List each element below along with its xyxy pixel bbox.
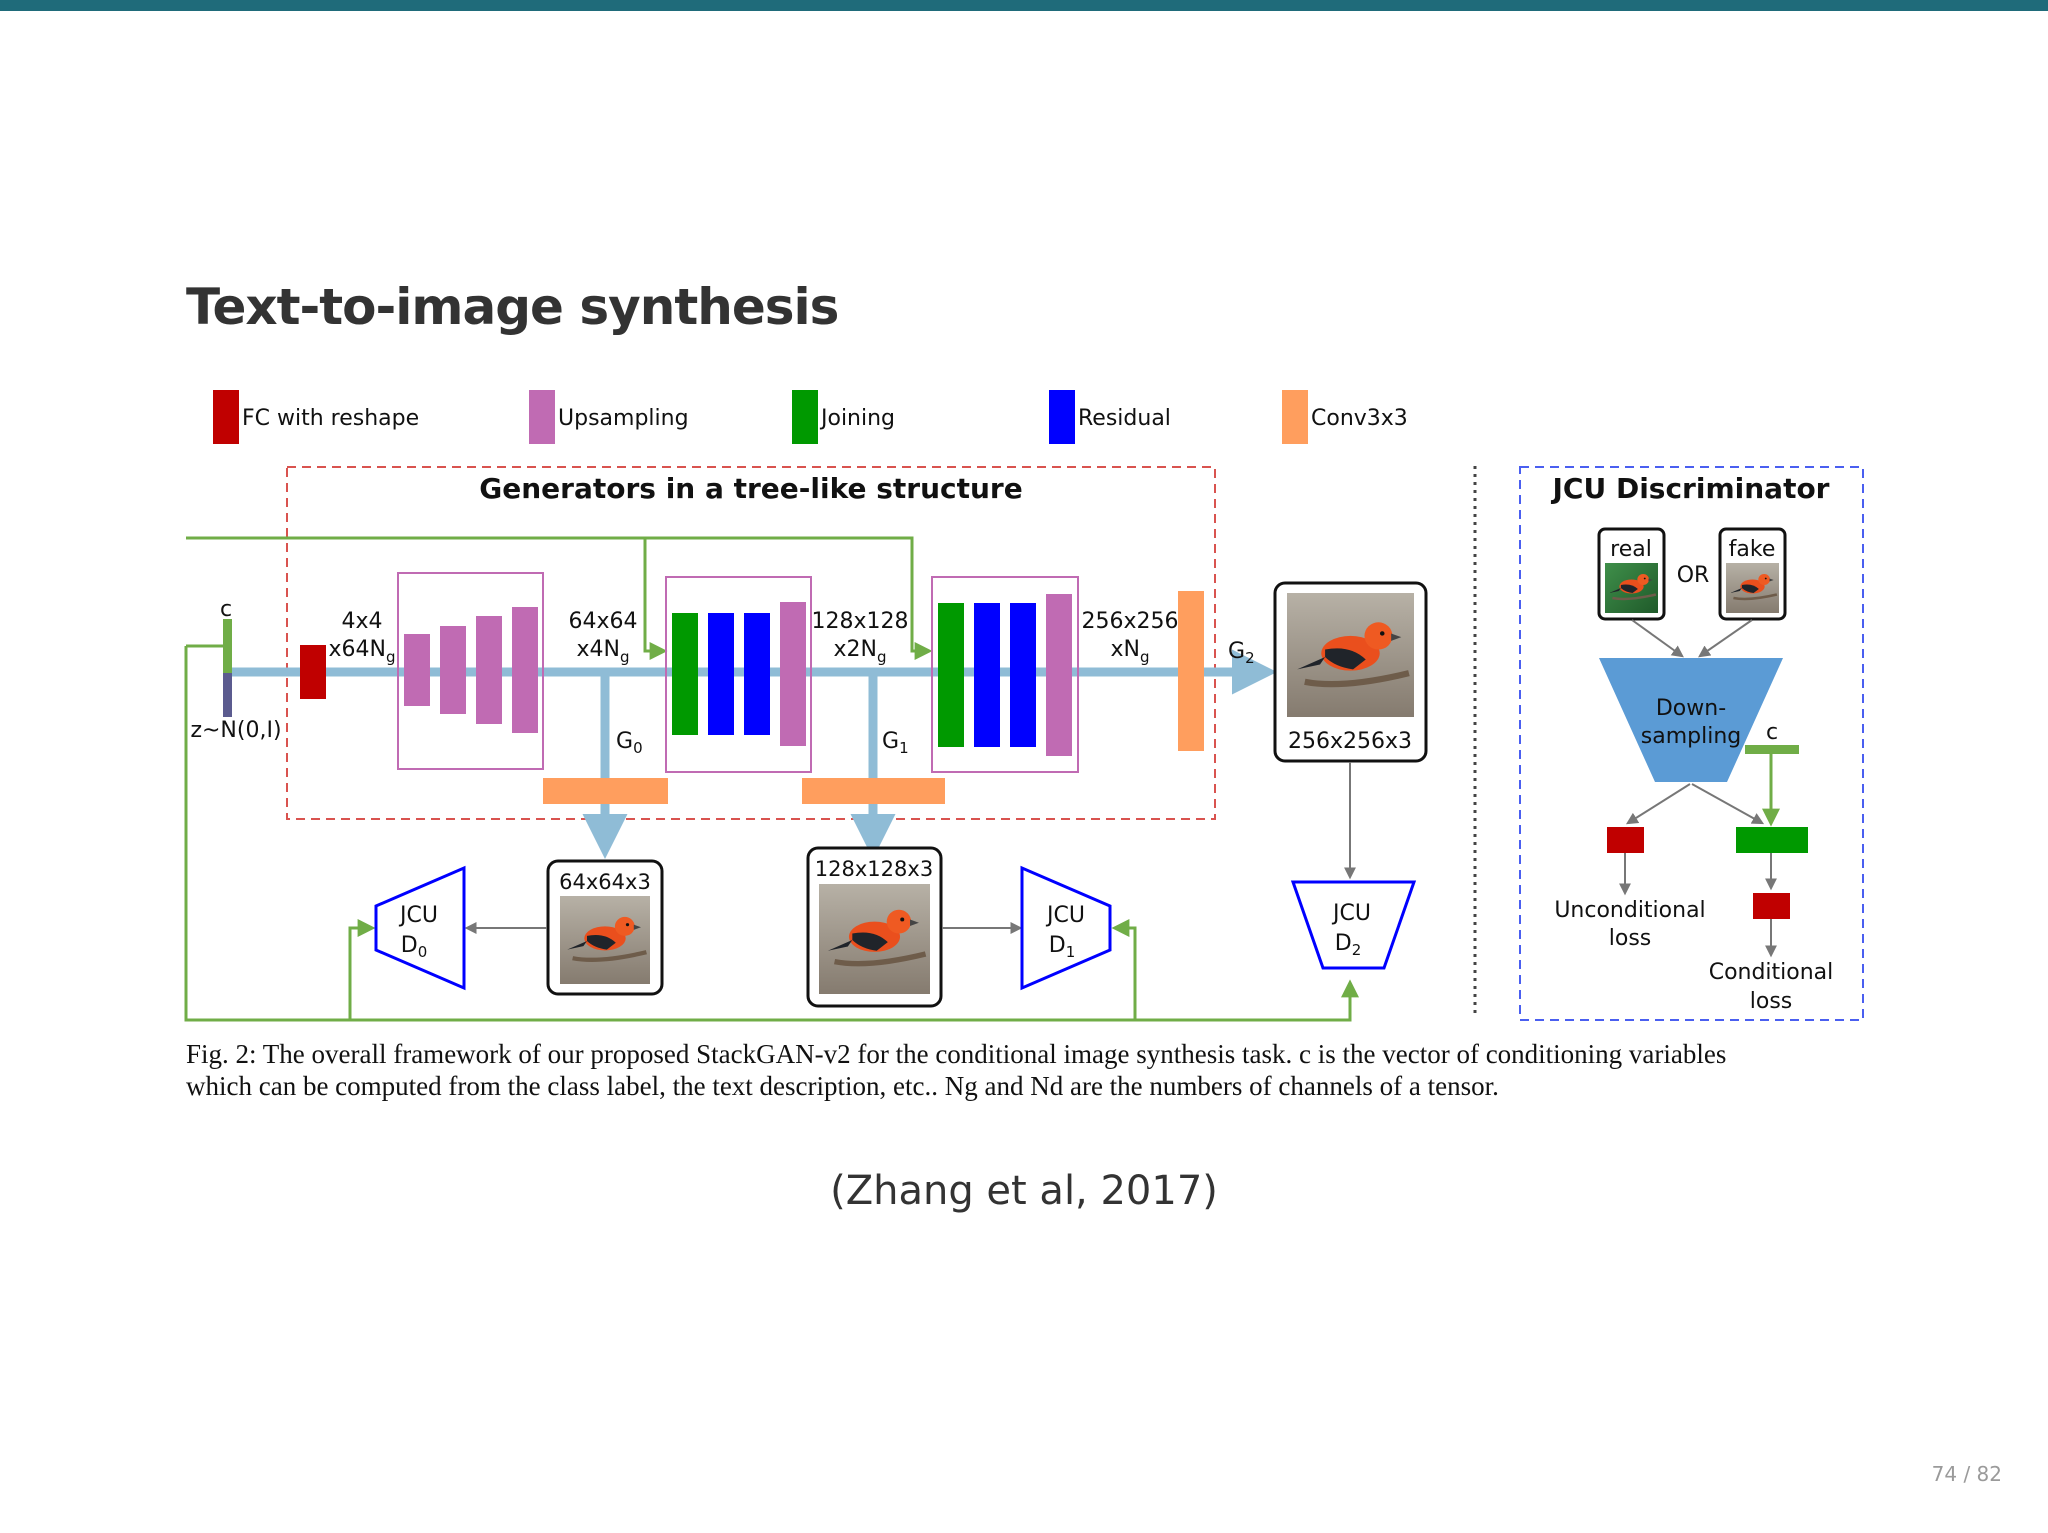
residual-block <box>1010 603 1036 747</box>
discriminator-d1 <box>1020 865 1112 991</box>
d1-label-top: JCU <box>1045 903 1085 928</box>
upsampling-block <box>1046 594 1072 756</box>
uncond-fc-block <box>1607 827 1644 853</box>
discriminator-d2 <box>1290 880 1417 970</box>
downsampling-label-1: Down- <box>1656 696 1726 721</box>
joining-block <box>938 603 964 747</box>
upsampling-block <box>476 616 502 724</box>
legend-label-joining: Joining <box>819 406 895 431</box>
output-128-label: 128x128x3 <box>815 857 933 881</box>
conv-block-g0 <box>543 778 668 804</box>
legend-swatch-conv <box>1282 390 1308 444</box>
caption-line-2: which can be computed from the class lab… <box>186 1071 1499 1101</box>
arrow-down-to-cond <box>1691 783 1765 825</box>
stage2-size: 128x128 <box>811 609 908 634</box>
joining-block <box>672 613 698 735</box>
z-label: z~N(0,I) <box>190 718 281 743</box>
arrow-fake-to-down <box>1698 619 1753 658</box>
jcu-title: JCU Discriminator <box>1551 472 1830 505</box>
uncond-loss-label-1: Unconditional <box>1554 898 1705 923</box>
cond-loss-label-1: Conditional <box>1709 960 1834 985</box>
stage2-group <box>931 576 1079 773</box>
output-64-label: 64x64x3 <box>559 870 651 894</box>
residual-block <box>974 603 1000 747</box>
or-label: OR <box>1677 563 1710 588</box>
stage1-channels: x4Ng <box>576 637 629 666</box>
g1-label: G1 <box>882 729 909 757</box>
legend-swatch-residual <box>1049 390 1075 444</box>
upsampling-group-0 <box>397 572 544 770</box>
residual-block <box>744 613 770 735</box>
slide-title: Text-to-image synthesis <box>186 278 839 336</box>
g2-label: G2 <box>1228 639 1255 667</box>
jcu-c-label: c <box>1766 720 1778 745</box>
upsampling-block <box>404 634 430 706</box>
top-bar <box>0 0 2048 11</box>
legend-swatch-upsampling <box>529 390 555 444</box>
d2-label-top: JCU <box>1331 901 1371 926</box>
upsampling-block <box>780 602 806 746</box>
stage1-size: 64x64 <box>568 609 637 634</box>
c-label: c <box>220 597 232 622</box>
d2-label-bottom: D2 <box>1335 931 1362 959</box>
legend-swatch-fc <box>213 390 239 444</box>
discriminator-d0 <box>374 865 466 991</box>
output-256-label: 256x256x3 <box>1288 729 1412 754</box>
legend-label-residual: Residual <box>1078 406 1171 431</box>
conditioning-wires <box>184 536 1359 1022</box>
figure-caption: Fig. 2: The overall framework of our pro… <box>186 1038 1866 1102</box>
d0-label-bottom: D0 <box>401 933 428 961</box>
stage3-size: 256x256 <box>1081 609 1178 634</box>
cond-join-block <box>1736 827 1808 853</box>
stage1-group <box>665 576 812 773</box>
generators-title: Generators in a tree-like structure <box>479 472 1022 505</box>
conv-block-g2 <box>1178 591 1204 751</box>
upsampling-block <box>512 607 538 733</box>
c-vector-bar <box>223 619 232 673</box>
real-label: real <box>1610 537 1652 562</box>
arrow-real-to-down <box>1631 619 1684 658</box>
cond-fc-block <box>1753 893 1790 919</box>
z-vector-bar <box>223 673 232 717</box>
g0-label: G0 <box>616 729 643 757</box>
uncond-loss-label-2: loss <box>1609 926 1652 951</box>
d0-label-top: JCU <box>398 903 438 928</box>
legend-label-upsampling: Upsampling <box>558 406 689 431</box>
stage0-channels: x64Ng <box>328 637 395 666</box>
jcu-c-bar <box>1745 745 1799 754</box>
fake-label: fake <box>1729 537 1776 562</box>
downsampling-label-2: sampling <box>1641 724 1741 749</box>
citation: (Zhang et al, 2017) <box>830 1168 1218 1214</box>
cond-loss-label-2: loss <box>1750 989 1793 1014</box>
legend-label-fc: FC with reshape <box>242 406 419 431</box>
downsampling-funnel <box>1599 658 1783 782</box>
stage0-size: 4x4 <box>341 609 382 634</box>
upsampling-block <box>440 626 466 714</box>
arrow-down-to-uncond <box>1625 783 1691 825</box>
stage2-channels: x2Ng <box>833 637 886 666</box>
conv-block-g1 <box>802 778 945 804</box>
legend-label-conv: Conv3x3 <box>1311 406 1408 431</box>
d1-label-bottom: D1 <box>1049 933 1076 961</box>
stage3-channels: xNg <box>1110 637 1149 666</box>
residual-block <box>708 613 734 735</box>
jcu-dashed-box <box>1519 466 1864 1021</box>
caption-line-1: Fig. 2: The overall framework of our pro… <box>186 1039 1727 1069</box>
page-number: 74 / 82 <box>1931 1462 2002 1486</box>
legend: FC with reshape Upsampling Joining Resid… <box>213 390 1408 444</box>
fc-block <box>300 645 326 699</box>
legend-swatch-joining <box>792 390 818 444</box>
generators-dashed-box <box>286 466 1216 820</box>
